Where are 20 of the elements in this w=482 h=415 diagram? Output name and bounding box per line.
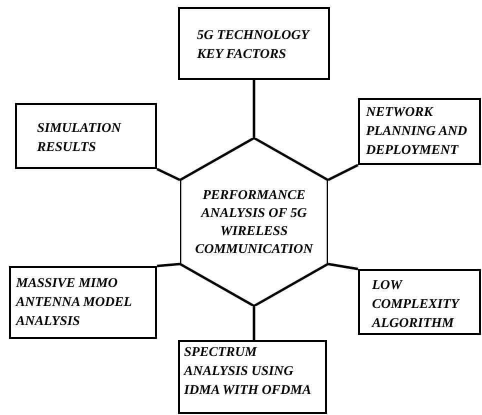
node-text: MASSIVE MIMO ANTENNA MODEL ANALYSIS	[16, 274, 132, 330]
node-text: LOW COMPLEXITY ALGORITHM	[372, 276, 461, 332]
connector-line	[327, 164, 359, 182]
connector-line	[328, 262, 358, 270]
connector-line	[156, 262, 180, 268]
node-text: SPECTRUM ANALYSIS USING IDMA WITH OFDMA	[184, 343, 312, 399]
text-box	[178, 7, 330, 80]
text-box	[358, 269, 481, 335]
node-text: SIMULATION RESULTS	[37, 119, 122, 156]
hexagon-node	[180, 138, 328, 306]
text-box	[178, 340, 327, 414]
text-box	[358, 98, 481, 165]
connector-line	[252, 306, 256, 340]
text-box	[15, 103, 157, 169]
node-text: NETWORK PLANNING AND DEPLOYMENT	[366, 103, 468, 159]
connector-line	[252, 80, 256, 138]
node-text: 5G TECHNOLOGY KEY FACTORS	[197, 26, 312, 63]
connector-line	[156, 168, 181, 182]
text-box	[9, 266, 157, 339]
node-text: PERFORMANCE ANALYSIS OF 5G WIRELESS COMMUNICATION	[194, 186, 314, 258]
